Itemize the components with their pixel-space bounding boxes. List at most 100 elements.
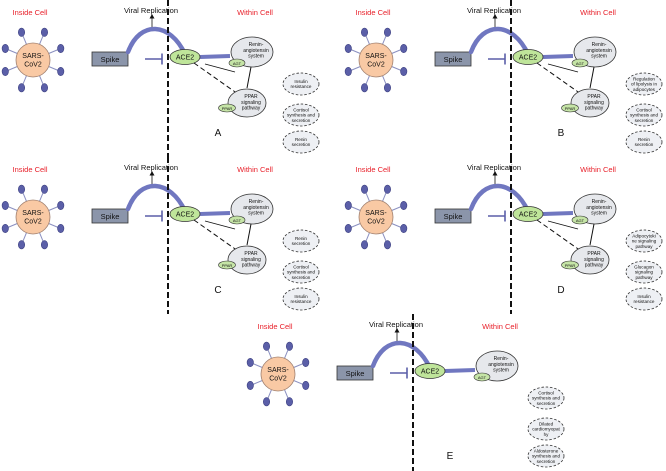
ras-label-line-2: system (591, 211, 607, 217)
effect-node-1 (282, 103, 320, 127)
ppar-label-line-1: signaling (241, 257, 261, 263)
effect-label-1-line-2: secretion (635, 118, 654, 123)
ppar-gene-label: PPAR (565, 263, 576, 268)
spike-protein-icon (57, 66, 65, 76)
effect-node-1 (527, 417, 565, 441)
viral-replication-arc (468, 26, 531, 57)
effect-label-0-line-2: secretion (537, 401, 556, 406)
virus-label-line-0: SARS- (365, 210, 387, 217)
viral-replication-label: Viral Replication (124, 163, 178, 172)
agt-label: AGT (478, 375, 487, 380)
inside-cell-label: Inside Cell (12, 8, 47, 17)
spike-protein-icon (383, 240, 391, 250)
effect-label-0-line-0: Adipocytoki (632, 233, 656, 238)
ppar-label-line-2: pathway (585, 263, 604, 269)
agt-label: AGT (576, 218, 585, 223)
ace2-node (169, 206, 201, 222)
panel-letter: E (447, 451, 454, 462)
ace2-agt-link (547, 63, 579, 73)
within-cell-label: Within Cell (580, 165, 616, 174)
ppar-gene-label: PPAR (222, 106, 233, 111)
ace2-ppar-link (193, 62, 239, 95)
spike-box (91, 51, 129, 67)
replication-arrowhead (149, 171, 155, 176)
ace2-label: ACE2 (421, 369, 439, 376)
virus-label-line-1: CoV2 (367, 219, 385, 226)
effect-label-0-line-1: secretion (292, 241, 311, 246)
effect-node-0 (625, 229, 663, 253)
agt-node (228, 58, 246, 68)
ppar-label-line-1: signaling (584, 257, 604, 263)
effect-label-2-line-1: secretion (635, 142, 654, 147)
agt-node (571, 215, 589, 225)
effect-label-1-line-2: secretion (292, 275, 311, 280)
effect-label-0-line-0: Regulation (633, 76, 655, 81)
effect-label-1-line-0: Cortisol (293, 107, 309, 112)
ace2-node (169, 49, 201, 65)
ras-label-line-1: angiotensin (243, 48, 269, 54)
virus-label-line-1: CoV2 (24, 62, 42, 69)
ppar-label-line-2: pathway (242, 106, 261, 112)
effect-label-2-line-1: resistance (634, 299, 655, 304)
ace2-ppar-link (193, 219, 239, 252)
spike-protein-icon (1, 201, 9, 211)
effect-label-2-line-0: Renin (295, 137, 307, 142)
ras-label-line-1: angiotensin (586, 48, 612, 54)
effect-node-1 (282, 260, 320, 284)
ace2-label: ACE2 (519, 55, 537, 62)
ras-label-line-2: system (248, 54, 264, 60)
spike-box (434, 51, 472, 67)
ppar-ras-link (246, 66, 252, 89)
spike-protein-icon (263, 397, 271, 407)
effect-label-0-line-1: synthesis and (532, 396, 561, 401)
panel-letter: C (214, 285, 221, 296)
ppar-gene-label: PPAR (565, 106, 576, 111)
spike-protein-icon (40, 27, 48, 37)
effect-label-2-line-0: Insulin (294, 294, 308, 299)
spike-protein-icon (40, 83, 48, 93)
effect-node-2 (625, 287, 663, 311)
spike-protein-icon (285, 341, 293, 351)
ace2-ppar-link (536, 219, 582, 252)
spike-box (336, 365, 374, 381)
spike-protein-icon (302, 380, 310, 390)
virus-body (358, 42, 394, 78)
ras-label-line-0: Renin- (494, 356, 509, 362)
replication-arrowhead (492, 14, 498, 19)
effect-label-1-line-0: Glucagon (634, 264, 654, 269)
spike-label: Spike (444, 212, 463, 221)
effect-node-0 (527, 386, 565, 410)
ras-label-line-0: Renin- (249, 42, 264, 48)
viral-replication-arc (370, 340, 433, 371)
ppar-label-line-1: signaling (241, 100, 261, 106)
effect-label-0-line-0: Insulin (294, 79, 308, 84)
effect-node-2 (625, 130, 663, 154)
ace2-ras-connector (542, 54, 574, 59)
effect-label-1-line-1: synthesis and (287, 113, 316, 118)
ras-label-line-2: system (591, 54, 607, 60)
effect-label-2-line-0: Renin (638, 137, 650, 142)
viral-replication-label: Viral Replication (124, 6, 178, 15)
effect-node-2 (282, 287, 320, 311)
effect-label-2-line-1: resistance (291, 299, 312, 304)
virus-label-line-1: CoV2 (24, 219, 42, 226)
ace2-agt-link (547, 220, 579, 230)
effect-label-2-line-1: synthesis and (532, 454, 561, 459)
effect-label-2-line-0: Aldosterone (534, 448, 559, 453)
spike-protein-icon (40, 240, 48, 250)
agt-label: AGT (576, 61, 585, 66)
virus-label-line-0: SARS- (267, 367, 289, 374)
spike-protein-icon (246, 358, 254, 368)
ace2-label: ACE2 (519, 212, 537, 219)
ace2-node (414, 363, 446, 379)
effect-label-1-line-1: synthesis and (287, 270, 316, 275)
effect-label-2-line-2: secretion (537, 459, 556, 464)
spike-protein-icon (1, 223, 9, 233)
virus-body (15, 199, 51, 235)
ras-label-line-0: Renin- (249, 199, 264, 205)
within-cell-label: Within Cell (482, 322, 518, 331)
ppar-label-line-1: signaling (584, 100, 604, 106)
